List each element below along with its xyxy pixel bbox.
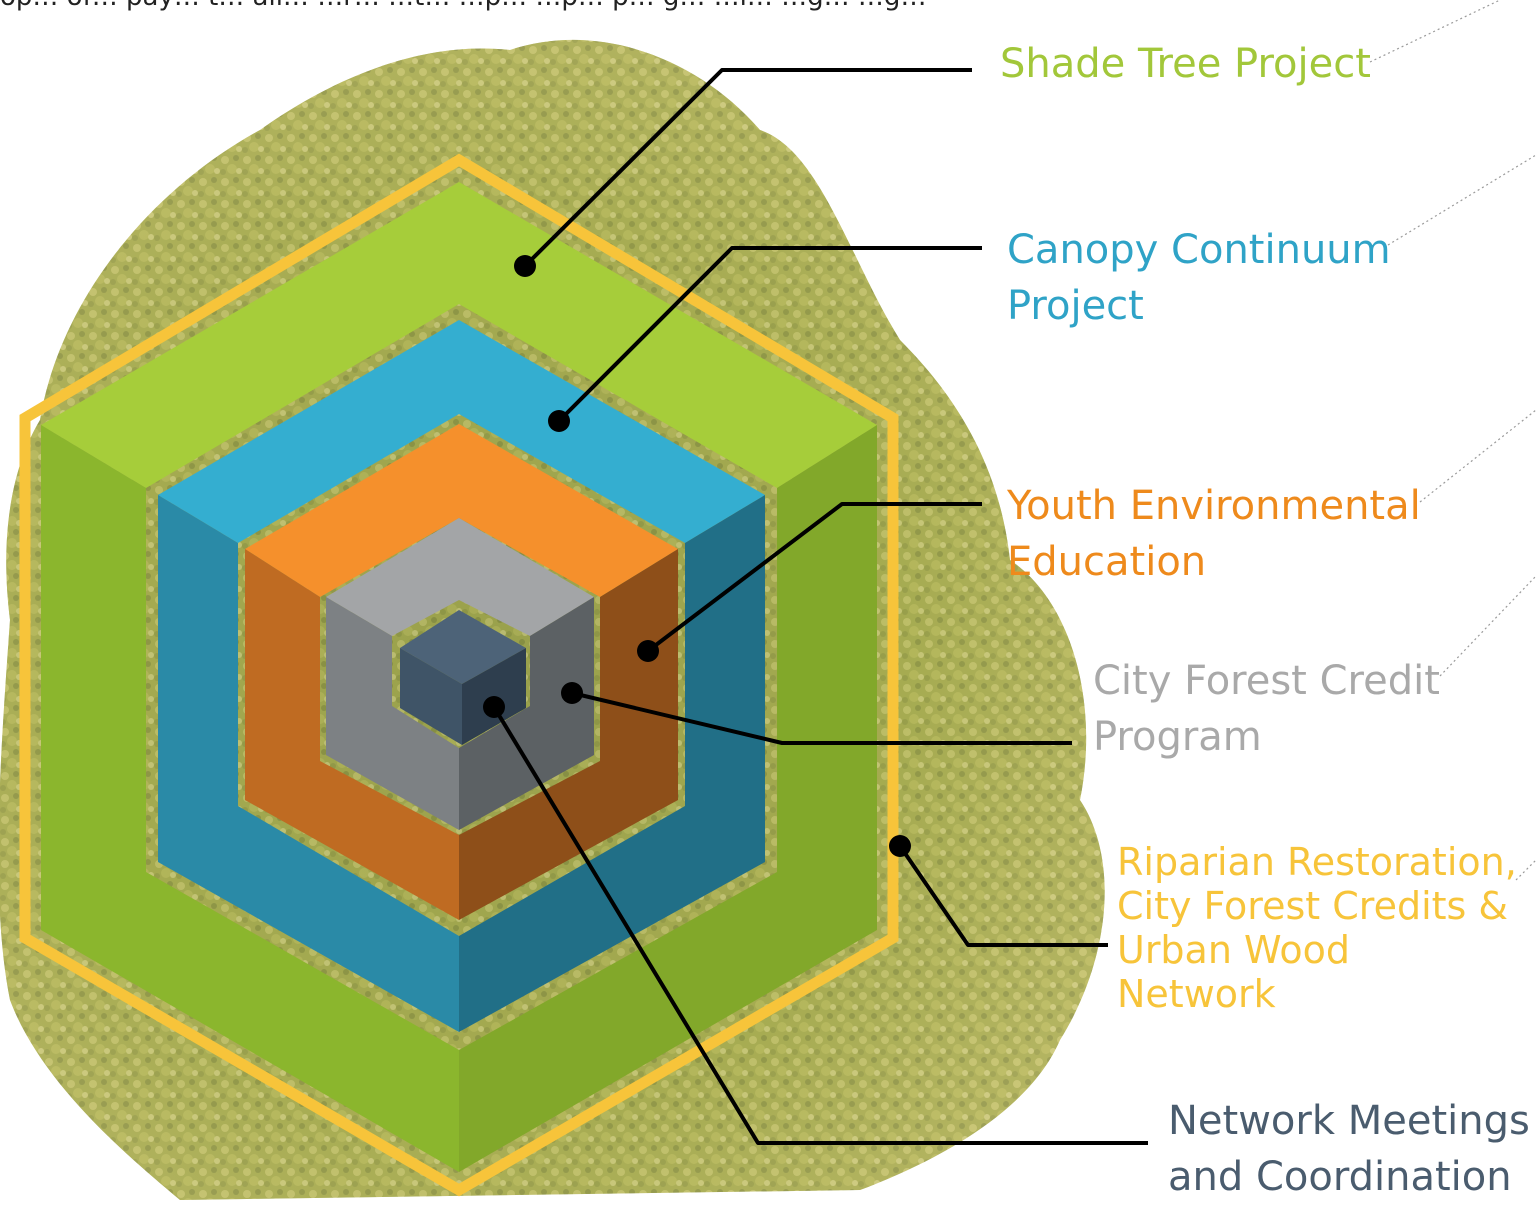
ring-credit-left-face	[326, 597, 459, 830]
core-left-face	[400, 648, 462, 745]
outer-yellow-hexagon-outline	[19, 153, 899, 1197]
guide-line-4	[1439, 575, 1536, 677]
label-youth-environmental-education: Youth Environmental Education	[1007, 483, 1421, 585]
ring-canopy-right-face	[459, 495, 765, 1032]
leader-line-network	[492, 705, 1148, 1145]
ring-youth-right-face	[459, 549, 678, 920]
label-riparian-restoration: Riparian Restoration, City Forest Credit…	[1117, 840, 1517, 1016]
ring-credit-top-face	[326, 518, 594, 636]
ring-shade-left-face	[41, 425, 459, 1172]
ring-youth-top-face	[245, 424, 678, 597]
guide-line-5	[1515, 859, 1536, 881]
label-shade-tree-project: Shade Tree Project	[1000, 41, 1371, 87]
leader-line-shade	[523, 68, 972, 268]
leader-line-credit	[571, 691, 1072, 745]
ring-canopy-left-face	[158, 495, 459, 1032]
core-top-face	[400, 610, 526, 684]
label-city-forest-credit-program: City Forest Credit Program	[1093, 658, 1440, 760]
guide-line-1	[1369, 0, 1501, 63]
leader-line-canopy	[557, 246, 982, 423]
dot-youth	[637, 640, 659, 662]
leader-line-riparian	[898, 844, 1108, 947]
ring-shade-top-face	[41, 182, 877, 488]
dot-canopy	[548, 410, 570, 432]
dotted-guide-lines	[1369, 0, 1536, 881]
dot-riparian	[889, 835, 911, 857]
ring-city-forest-credit-program	[326, 518, 594, 830]
ring-youth-environmental-education	[245, 424, 678, 920]
ring-youth-left-face	[245, 549, 459, 920]
leader-dots	[483, 255, 911, 857]
ring-canopy-top-face	[158, 320, 765, 543]
top-caption-clipped: op… of… pay… t… all… …r… …t… …p… …p… p… …	[0, 0, 1536, 12]
label-network-meetings-coordination: Network Meetings and Coordination	[1168, 1098, 1530, 1200]
guide-line-2	[1387, 154, 1536, 246]
dot-shade	[514, 255, 536, 277]
leader-lines	[492, 68, 1148, 1145]
ring-canopy-continuum-project	[158, 320, 765, 1032]
ring-shade-right-face	[459, 425, 877, 1172]
dot-credit	[561, 682, 583, 704]
ring-credit-right-face	[459, 597, 594, 830]
leader-line-youth	[646, 502, 982, 653]
ring-shade-tree-project	[41, 182, 877, 1172]
label-canopy-continuum-project: Canopy Continuum Project	[1007, 227, 1391, 329]
guide-line-3	[1419, 409, 1536, 503]
dot-network	[483, 696, 505, 718]
